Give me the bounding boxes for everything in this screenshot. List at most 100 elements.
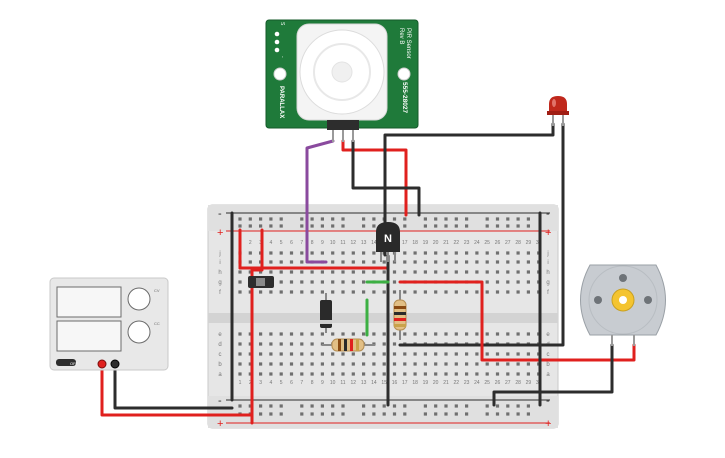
wire-black-supply-minus[interactable] [113,363,234,410]
rail-hole[interactable] [423,404,427,408]
terminal-hole[interactable] [475,372,479,376]
terminal-hole[interactable] [248,352,252,356]
terminal-hole[interactable] [444,251,448,255]
terminal-hole[interactable] [238,342,242,346]
terminal-hole[interactable] [269,270,273,274]
rail-hole[interactable] [310,412,314,416]
terminal-hole[interactable] [465,290,469,294]
terminal-hole[interactable] [413,332,417,336]
terminal-hole[interactable] [331,270,335,274]
rail-hole[interactable] [506,404,510,408]
rail-hole[interactable] [444,224,448,228]
terminal-hole[interactable] [362,290,366,294]
terminal-hole[interactable] [465,332,469,336]
terminal-hole[interactable] [310,280,314,284]
power-supply[interactable]: CV CC OFF [49,277,169,371]
terminal-hole[interactable] [506,352,510,356]
terminal-hole[interactable] [372,372,376,376]
terminal-hole[interactable] [434,270,438,274]
terminal-hole[interactable] [310,251,314,255]
rail-hole[interactable] [392,217,397,221]
terminal-hole[interactable] [351,332,355,336]
terminal-hole[interactable] [300,251,304,255]
rail-hole[interactable] [259,217,263,221]
terminal-hole[interactable] [506,260,510,264]
rail-hole[interactable] [506,412,510,416]
terminal-hole[interactable] [485,352,489,356]
terminal-hole[interactable] [289,372,294,376]
terminal-hole[interactable] [495,270,500,274]
terminal-hole[interactable] [526,280,530,284]
terminal-hole[interactable] [403,332,407,336]
rail-hole[interactable] [516,217,520,221]
terminal-hole[interactable] [362,270,366,274]
rail-hole[interactable] [300,412,304,416]
terminal-hole[interactable] [516,280,520,284]
terminal-hole[interactable] [279,342,283,346]
terminal-hole[interactable] [362,352,366,356]
terminal-hole[interactable] [403,270,407,274]
terminal-hole[interactable] [300,270,304,274]
terminal-hole[interactable] [341,280,345,284]
terminal-hole[interactable] [444,260,448,264]
terminal-hole[interactable] [454,251,458,255]
rail-hole[interactable] [372,412,376,416]
terminal-hole[interactable] [382,362,386,366]
rail-hole[interactable] [341,412,345,416]
terminal-hole[interactable] [506,280,510,284]
terminal-hole[interactable] [331,332,335,336]
terminal-hole[interactable] [259,362,263,366]
terminal-hole[interactable] [310,270,314,274]
terminal-hole[interactable] [289,342,294,346]
terminal-hole[interactable] [289,362,294,366]
terminal-hole[interactable] [444,372,448,376]
rail-hole[interactable] [372,217,376,221]
terminal-hole[interactable] [495,251,500,255]
terminal-hole[interactable] [351,260,355,264]
terminal-hole[interactable] [475,251,479,255]
terminal-hole[interactable] [434,251,438,255]
terminal-hole[interactable] [300,290,304,294]
terminal-hole[interactable] [320,290,324,294]
terminal-hole[interactable] [300,280,304,284]
rail-hole[interactable] [269,404,273,408]
terminal-hole[interactable] [248,342,252,346]
terminal-hole[interactable] [279,352,283,356]
rail-hole[interactable] [269,217,273,221]
terminal-hole[interactable] [465,251,469,255]
rail-hole[interactable] [465,224,469,228]
terminal-hole[interactable] [300,352,304,356]
terminal-hole[interactable] [465,352,469,356]
terminal-hole[interactable] [382,332,386,336]
rail-hole[interactable] [320,404,324,408]
breadboard[interactable]: + + - - + + - - 123456789101112131415161… [207,204,559,430]
rail-hole[interactable] [516,412,520,416]
rail-hole[interactable] [248,224,252,228]
rail-hole[interactable] [238,224,242,228]
terminal-hole[interactable] [526,372,530,376]
terminal-hole[interactable] [485,362,489,366]
terminal-hole[interactable] [238,290,242,294]
terminal-hole[interactable] [444,332,448,336]
terminal-hole[interactable] [238,332,242,336]
terminal-hole[interactable] [423,260,427,264]
rail-hole[interactable] [300,224,304,228]
terminal-hole[interactable] [372,290,376,294]
pir-sensor[interactable]: PIR Sensor Rev B 555-28027 PARALLAX S - [265,19,419,142]
terminal-hole[interactable] [506,290,510,294]
terminal-hole[interactable] [413,260,417,264]
rail-hole[interactable] [300,217,304,221]
wire-red-pir-vcc[interactable] [341,139,408,217]
terminal-hole[interactable] [495,362,500,366]
terminal-hole[interactable] [444,270,448,274]
rail-hole[interactable] [331,217,335,221]
terminal-hole[interactable] [423,270,427,274]
rail-hole[interactable] [526,224,530,228]
terminal-hole[interactable] [289,332,294,336]
terminal-hole[interactable] [413,290,417,294]
rail-hole[interactable] [320,412,324,416]
terminal-hole[interactable] [269,290,273,294]
terminal-hole[interactable] [341,352,345,356]
terminal-hole[interactable] [310,290,314,294]
rail-hole[interactable] [362,404,366,408]
